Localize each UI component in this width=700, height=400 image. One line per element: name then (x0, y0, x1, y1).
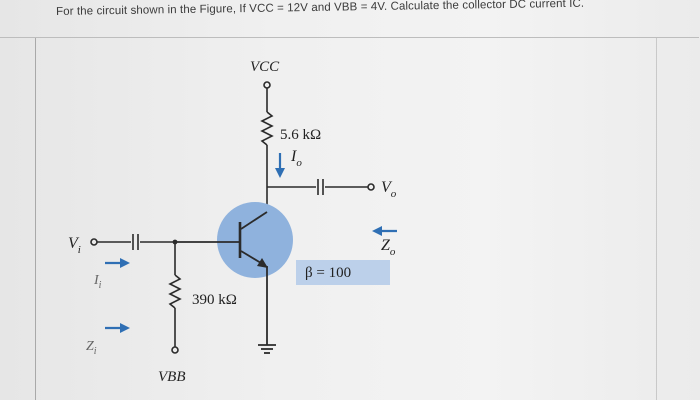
io-arrow-icon (275, 168, 285, 178)
rc-value-label: 5.6 kΩ (280, 127, 321, 143)
ii-arrow-icon (120, 258, 130, 268)
zi-arrow-icon (120, 323, 130, 333)
beta-box (296, 260, 390, 285)
rb-resistor (168, 274, 182, 309)
ii-label: Ii (93, 273, 102, 291)
vo-label: Vo (381, 179, 397, 200)
vo-terminal (367, 183, 375, 191)
io-label: Io (290, 148, 302, 169)
emitter-arrow-icon (257, 258, 268, 268)
vcc-terminal (263, 81, 271, 89)
vi-terminal (90, 238, 98, 246)
transistor-body (217, 202, 293, 278)
vi-label: Vi (68, 235, 81, 256)
rc-resistor (260, 111, 274, 146)
beta-label: β = 100 (305, 265, 351, 281)
zo-arrow-icon (372, 226, 382, 236)
rb-value-label: 390 kΩ (192, 292, 237, 308)
vcc-label: VCC (250, 59, 280, 75)
base-junction-dot (172, 239, 178, 245)
zo-label: Zo (381, 237, 396, 258)
figure-inner-border (35, 38, 657, 400)
zi-label: Zi (86, 339, 97, 357)
vbb-label: VBB (158, 369, 186, 385)
transistor-collector-lead (240, 211, 268, 230)
figure-frame (0, 37, 699, 400)
vbb-terminal (171, 346, 179, 354)
